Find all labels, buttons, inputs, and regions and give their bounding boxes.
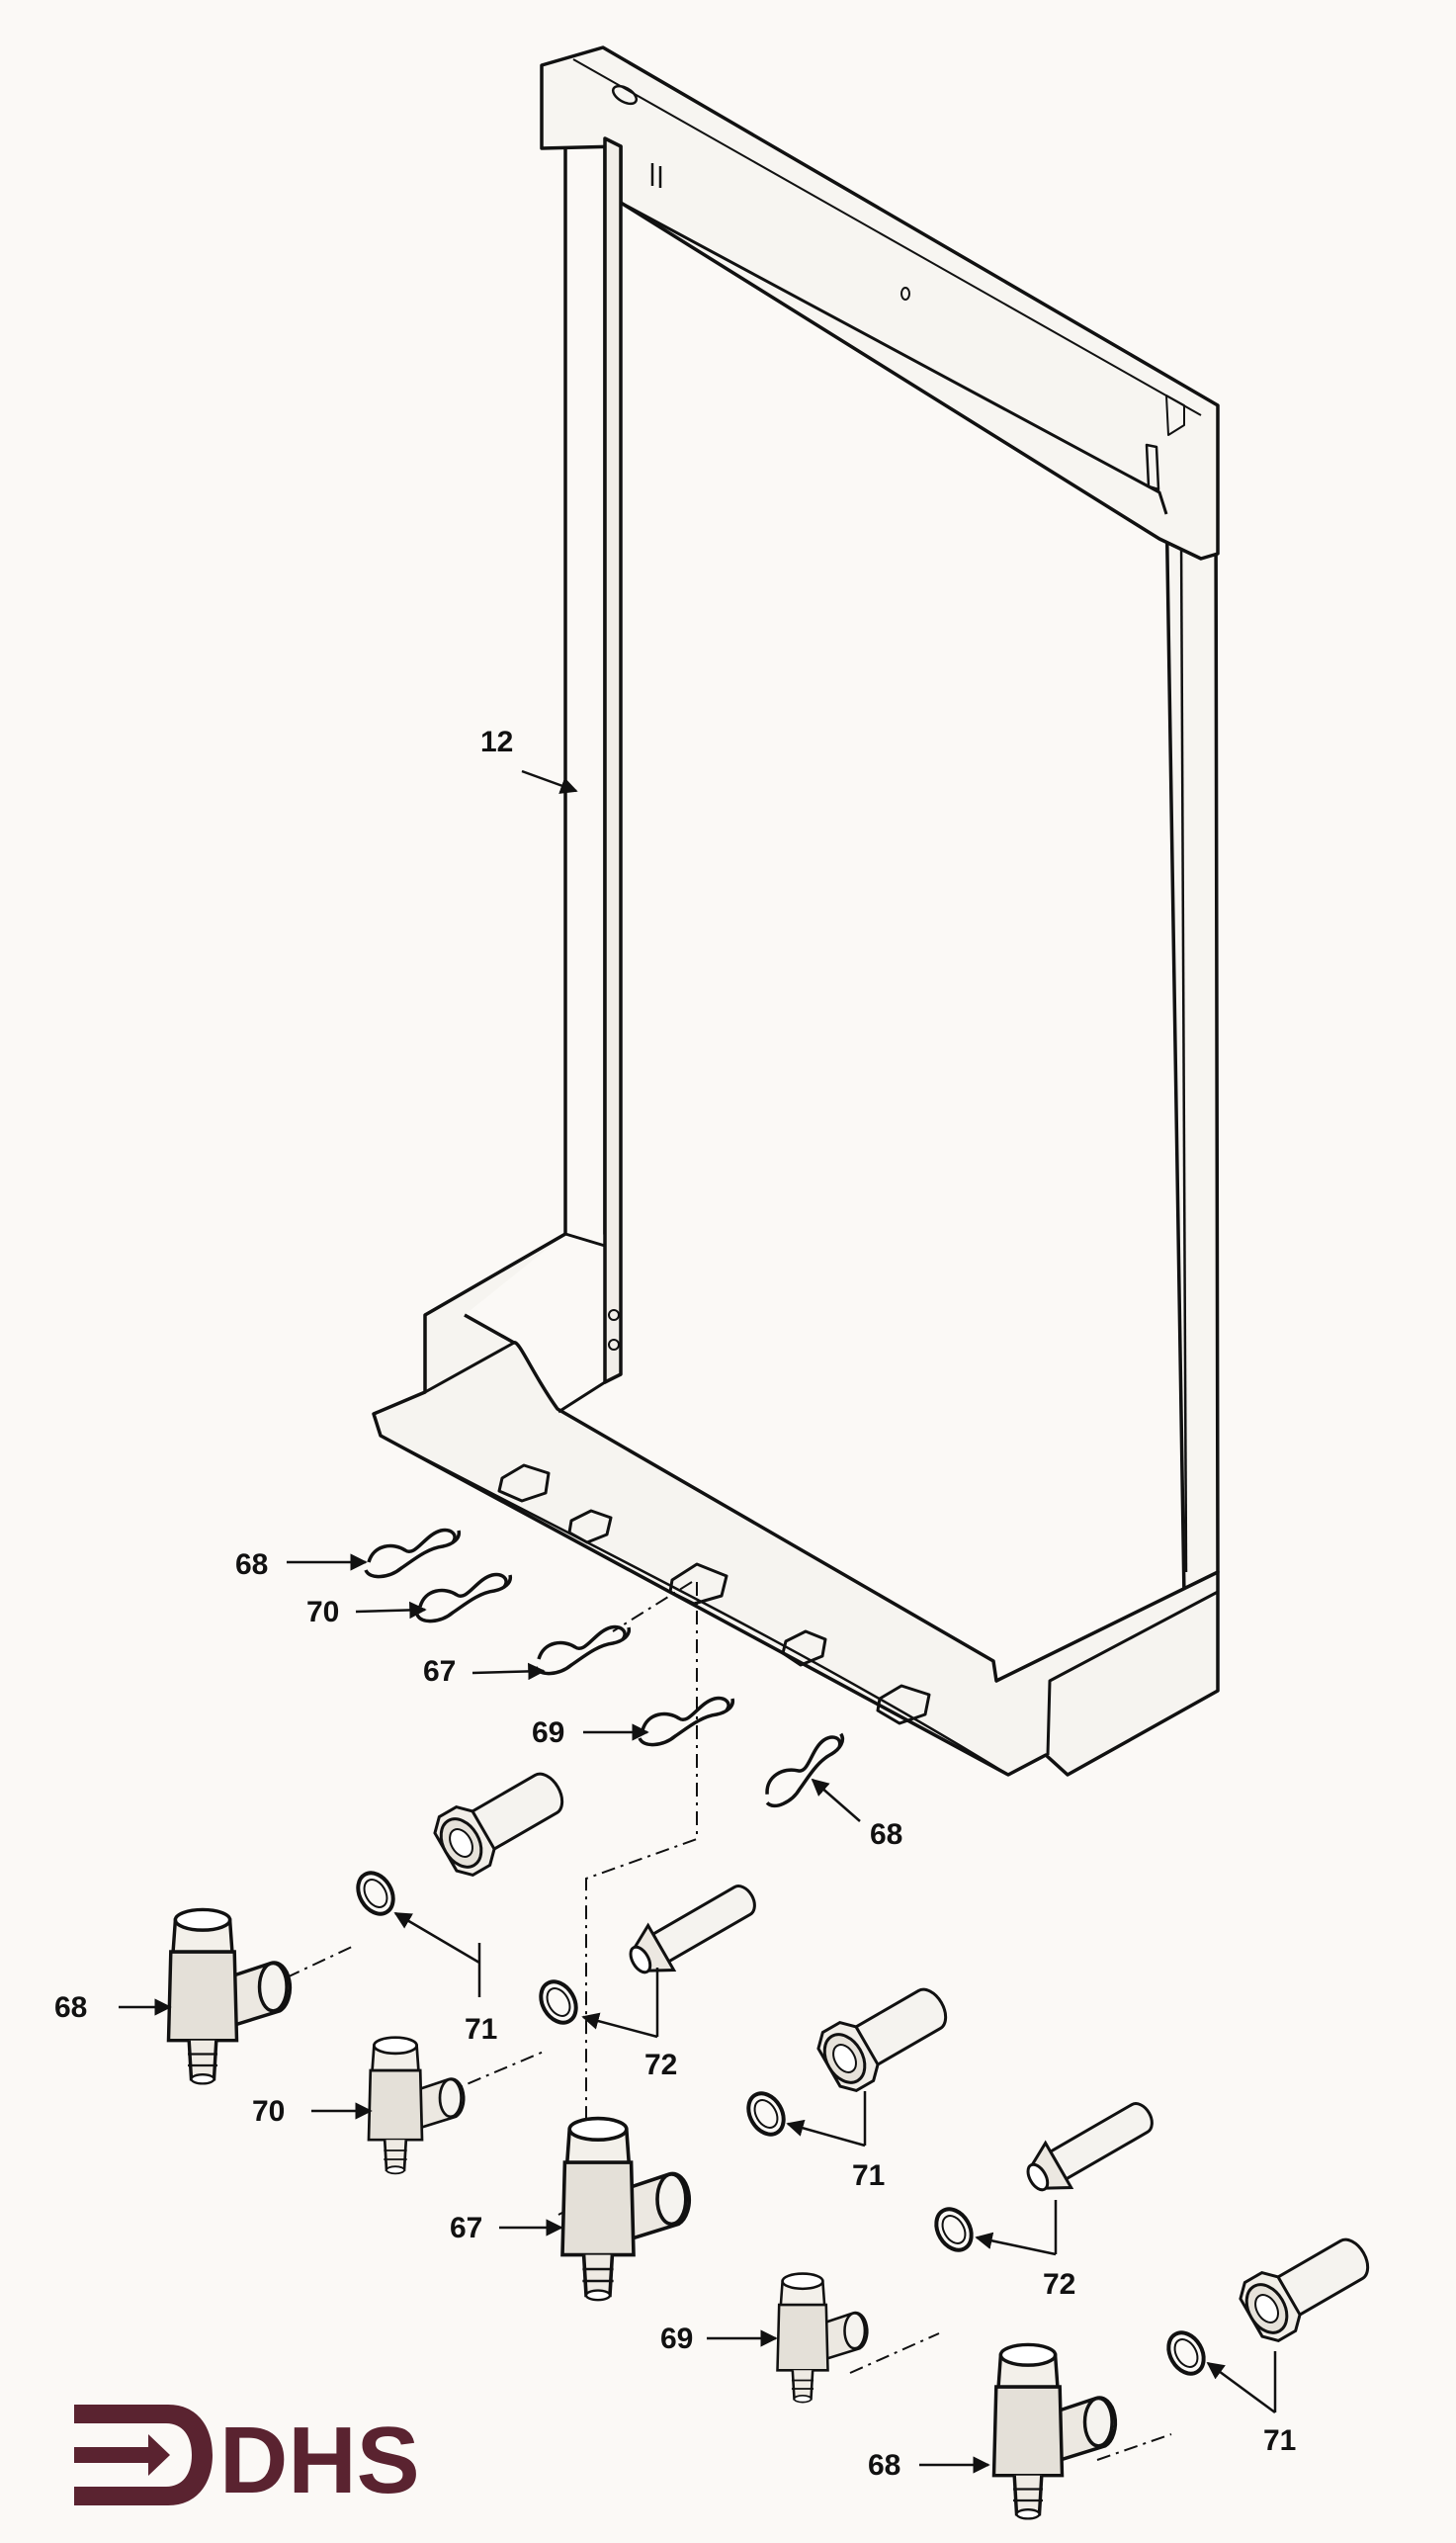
spring-clip-67	[534, 1624, 632, 1676]
nipple-72-a	[619, 1871, 766, 1988]
callout-72-a: 72	[644, 2049, 677, 2081]
o-ring-72-b	[927, 2200, 981, 2259]
sleeve-71-c	[1233, 2222, 1382, 2348]
callout-69-clip: 69	[532, 1716, 564, 1749]
sleeve-71-b	[811, 1972, 960, 2098]
valve-68-a	[166, 1907, 293, 2086]
callout-72-b: 72	[1043, 2268, 1075, 2301]
callout-71-a: 71	[465, 2013, 497, 2046]
spring-clip-70	[415, 1572, 513, 1623]
callout-69-valve: 69	[660, 2323, 693, 2355]
callout-71-c: 71	[1263, 2424, 1296, 2457]
spring-clip-69	[638, 1696, 735, 1747]
valve-69	[776, 2272, 869, 2404]
o-ring-71-a	[349, 1864, 402, 1923]
nipple-72-b	[1016, 2088, 1163, 2206]
logo-text: DHS	[219, 2408, 420, 2513]
valve-67	[560, 2116, 692, 2302]
callout-70-valve: 70	[252, 2095, 285, 2128]
arrow-bracket-icon	[74, 2405, 213, 2505]
callout-68-valve-a: 68	[54, 1991, 87, 2024]
spring-clip-68-b	[751, 1731, 859, 1811]
callout-68-clip-a: 68	[235, 1548, 268, 1581]
leader-lines	[119, 769, 1277, 2474]
callout-12: 12	[480, 726, 513, 758]
o-ring-71-c	[1159, 2324, 1213, 2383]
valve-70	[367, 2036, 466, 2175]
sleeve-71-a	[427, 1756, 576, 1883]
o-ring-72-a	[532, 1973, 585, 2032]
spring-clip-68-a	[364, 1528, 462, 1579]
callout-68-clip-b: 68	[870, 1818, 902, 1851]
chassis-frame	[372, 45, 1220, 1777]
o-ring-71-b	[739, 2084, 793, 2144]
dhs-logo: DHS	[74, 2405, 420, 2513]
callout-68-valve-b: 68	[868, 2449, 900, 2482]
valve-68-b	[991, 2342, 1118, 2521]
callout-71-b: 71	[852, 2159, 885, 2192]
callout-67-clip: 67	[423, 1655, 456, 1688]
callout-70-clip: 70	[306, 1596, 339, 1628]
callout-67-valve: 67	[450, 2212, 482, 2244]
